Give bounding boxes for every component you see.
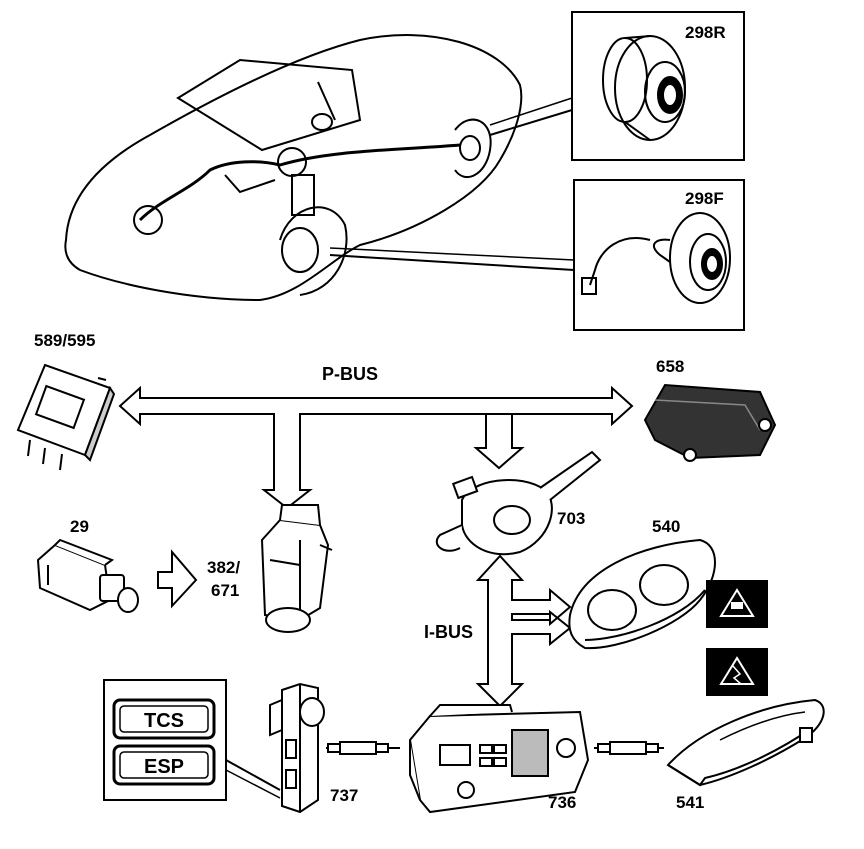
triangle-skid-warning-icon <box>706 648 768 696</box>
switch-module-737-label: 737 <box>330 786 358 805</box>
p-bus-arrow: P-BUS <box>118 364 634 510</box>
steering-module-703: 703 <box>435 450 602 556</box>
steering-module-703-label: 703 <box>557 509 585 528</box>
leader-line-298f-b <box>329 247 575 261</box>
abs-unit-382-671: 382/ 671 <box>207 504 333 633</box>
car-illustration <box>64 34 523 302</box>
triangle-car-warning-icon <box>706 580 768 628</box>
connector-737-736 <box>326 741 400 755</box>
display-541: 541 <box>666 698 825 812</box>
i-bus-arrow: I-BUS <box>424 554 572 708</box>
esp-button[interactable]: ESP <box>112 744 216 786</box>
leader-line-298f <box>329 254 575 271</box>
switch-module-737: 737 <box>269 682 358 814</box>
module-589-595-label: 589/595 <box>34 331 95 350</box>
module-589-595: 589/595 <box>16 331 116 471</box>
tcs-button-label: TCS <box>144 710 184 732</box>
sensor-298r-panel: 298R <box>571 11 745 161</box>
brake-switch-29: 29 <box>36 517 139 613</box>
instrument-cluster-540: 540 <box>568 517 716 650</box>
head-unit-736-label: 736 <box>548 793 576 812</box>
i-bus-label: I-BUS <box>424 622 473 642</box>
instrument-cluster-540-label: 540 <box>652 517 680 536</box>
leader-line-298r-b <box>489 97 573 126</box>
esp-button-label: ESP <box>144 756 184 778</box>
abs-unit-label-line2: 671 <box>211 581 239 600</box>
signal-arrow-icon <box>157 549 198 609</box>
wheel-hub-front-icon <box>581 212 731 304</box>
head-unit-736: 736 <box>408 704 590 814</box>
brake-switch-29-label: 29 <box>70 517 89 536</box>
switch-panel-leader-b <box>225 769 281 799</box>
switch-panel-leader <box>225 759 281 791</box>
tcs-button[interactable]: TCS <box>112 698 216 740</box>
sensor-298f-label: 298F <box>685 189 724 208</box>
p-bus-label: P-BUS <box>322 364 378 384</box>
display-541-label: 541 <box>676 793 704 812</box>
module-658: 658 <box>643 357 777 462</box>
abs-unit-label-line1: 382/ <box>207 558 240 577</box>
sensor-298f-panel: 298F <box>573 179 745 331</box>
leader-line-298r <box>489 109 573 136</box>
connector-736-541 <box>594 741 664 755</box>
module-658-label: 658 <box>656 357 684 376</box>
wheel-hub-rear-icon <box>602 35 686 141</box>
sensor-298r-label: 298R <box>685 23 726 42</box>
